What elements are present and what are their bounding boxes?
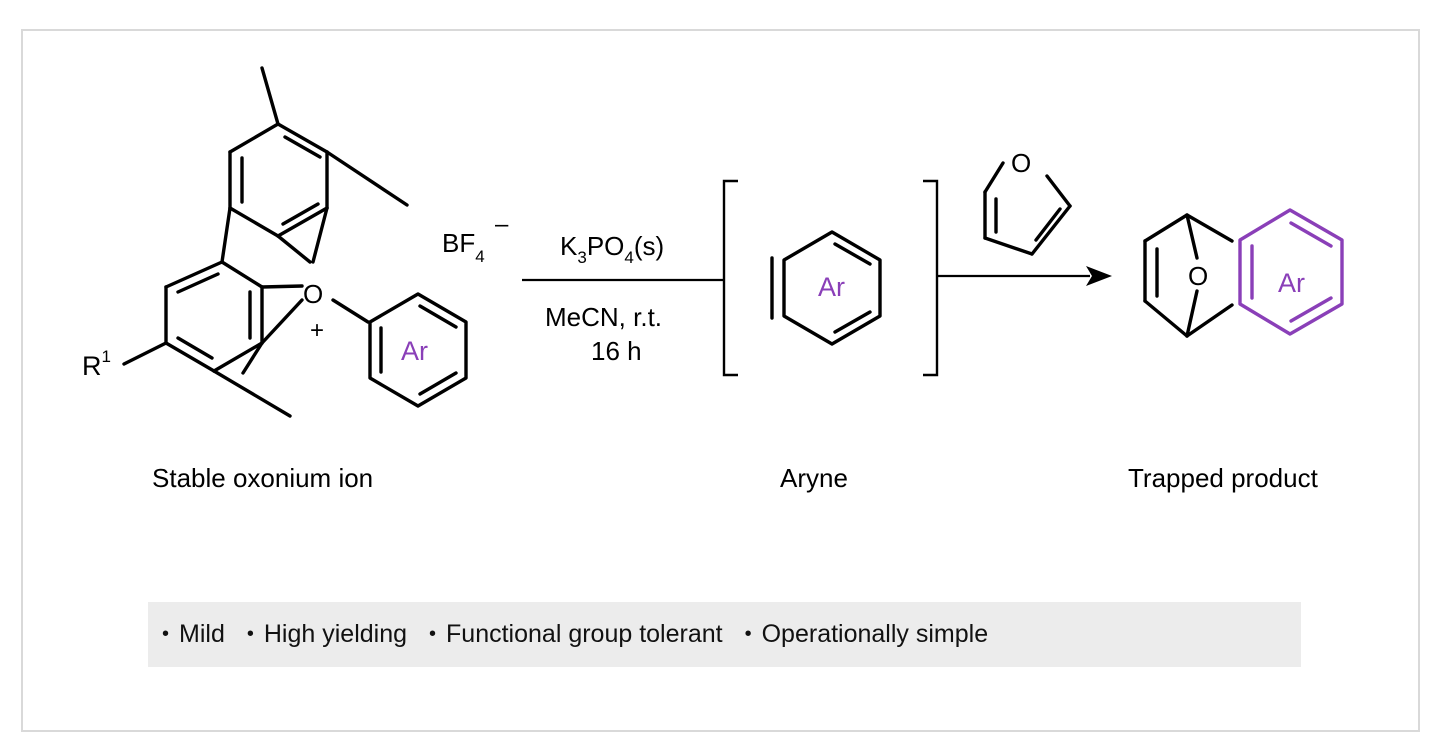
feature-item-mild: • Mild [162,620,225,649]
features-bar: • Mild • High yielding • Functional grou… [148,602,1301,667]
oxonium-skeleton [122,66,409,418]
product-oxygen-label: O [1188,261,1208,291]
furan-oxygen-label: O [1011,148,1031,178]
aryl-label-product: Ar [1278,268,1305,298]
counterion-label: BF4 [442,228,485,266]
aryl-label-reactant: Ar [401,336,428,366]
aryne-ring [770,230,882,346]
r1-label: R1 [82,347,111,381]
feature-label: Operationally simple [761,620,989,648]
product-caption: Trapped product [1128,463,1319,493]
left-bracket [722,179,738,377]
feature-label: High yielding [263,620,408,648]
right-bracket [923,179,939,377]
product-aryl-ring [1238,208,1344,336]
time-label: 16 h [591,336,642,366]
feature-label: Functional group tolerant [446,620,723,648]
bullet: • [246,623,254,645]
feature-item-functional-group-tolerant: • Functional group tolerant [429,620,723,649]
arrowhead [1086,266,1112,286]
reactant-caption: Stable oxonium ion [152,463,373,493]
bullet: • [162,623,170,645]
bullet: • [744,623,752,645]
aryl-ring-reactant [368,292,468,408]
oxygen-label: O [303,279,323,309]
counterion-charge: – [495,211,509,238]
furan-structure [983,161,1072,256]
feature-item-high-yielding: • High yielding [247,620,407,649]
bullet: • [429,623,437,645]
aryne-caption: Aryne [780,463,848,493]
feature-item-operationally-simple: • Operationally simple [745,620,989,649]
product-bicycle [1143,213,1234,338]
reagent-label: K3PO4(s) [560,231,664,267]
solvent-label: MeCN, r.t. [545,302,662,332]
charge-label: + [310,317,324,344]
aryl-label-aryne: Ar [818,272,845,302]
feature-label: Mild [179,620,225,648]
